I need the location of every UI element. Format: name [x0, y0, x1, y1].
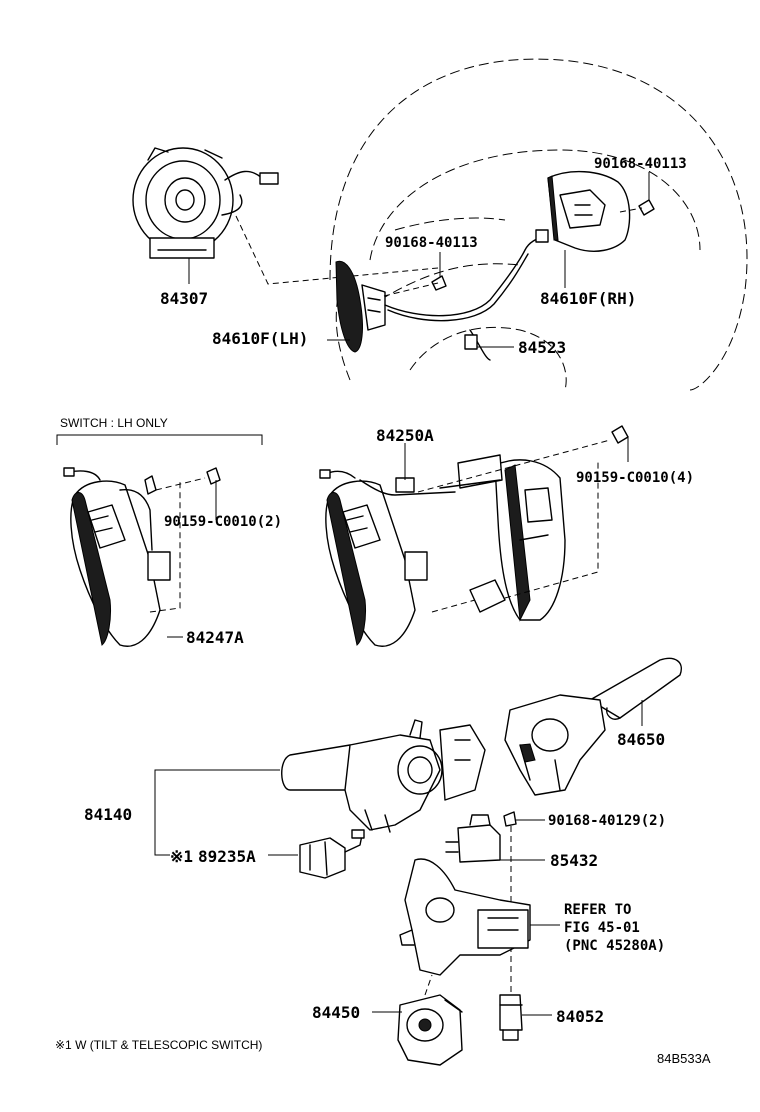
label-90168-40113-rh: 90168-40113	[594, 156, 687, 172]
label-84140: 84140	[84, 805, 132, 824]
bracket-84140	[154, 769, 280, 856]
steering-pad-switch-84247a	[63, 467, 206, 647]
screw-90168-40113-lh	[383, 252, 447, 297]
column-housing	[399, 858, 531, 976]
label-90168-40113-lh: 90168-40113	[385, 235, 478, 251]
turn-signal-switch-84140	[281, 719, 486, 833]
screw-90168-40113-rh	[619, 172, 655, 216]
wiper-switch-84650	[504, 657, 682, 796]
label-89235a: 89235A	[198, 847, 256, 866]
footnote: ※1 W (TILT & TELESCOPIC SWITCH)	[55, 1038, 262, 1052]
switch-bracket	[56, 434, 263, 445]
label-84523: 84523	[518, 338, 566, 357]
screw-90168-40129	[503, 811, 517, 827]
screw-90159-c0010-lh	[206, 467, 221, 485]
ignition-switch-84450	[397, 974, 463, 1066]
label-84450: 84450	[312, 1003, 360, 1022]
refer-line-1: REFER TO	[564, 902, 631, 918]
label-85432: 85432	[550, 851, 598, 870]
unlock-warning-switch-84052	[499, 994, 523, 1041]
label-89235a-mark: ※1	[170, 847, 193, 866]
label-84307: 84307	[160, 289, 208, 308]
label-84247a: 84247A	[186, 628, 244, 647]
label-90159-c0010-4: 90159-C0010(4)	[576, 470, 694, 486]
refer-line-2: FIG 45-01	[564, 920, 640, 936]
label-84610f-rh: 84610F(RH)	[540, 289, 636, 308]
label-90168-40129: 90168-40129(2)	[548, 813, 666, 829]
figure-code: 84B533A	[657, 1051, 711, 1066]
paddle-switch-lh	[335, 260, 386, 353]
steering-wheel-outline	[329, 58, 748, 391]
tilt-telescopic-switch-89235a	[299, 829, 365, 879]
label-84052: 84052	[556, 1007, 604, 1026]
refer-line-3: (PNC 45280A)	[564, 938, 665, 954]
steering-pad-switch-84250a	[319, 439, 611, 647]
label-90159-c0010-2: 90159-C0010(2)	[164, 514, 282, 530]
paddle-switch-rh	[547, 170, 631, 252]
switch-lh-only-note: SWITCH : LH ONLY	[60, 416, 168, 430]
label-84250a: 84250A	[376, 426, 434, 445]
screw-90159-c0010-rh	[611, 425, 629, 444]
label-84610f-lh: 84610F(LH)	[212, 329, 308, 348]
module-85432	[445, 814, 501, 863]
wire-harness-84523	[384, 229, 549, 361]
spiral-cable-84307	[132, 147, 439, 285]
label-84650: 84650	[617, 730, 665, 749]
